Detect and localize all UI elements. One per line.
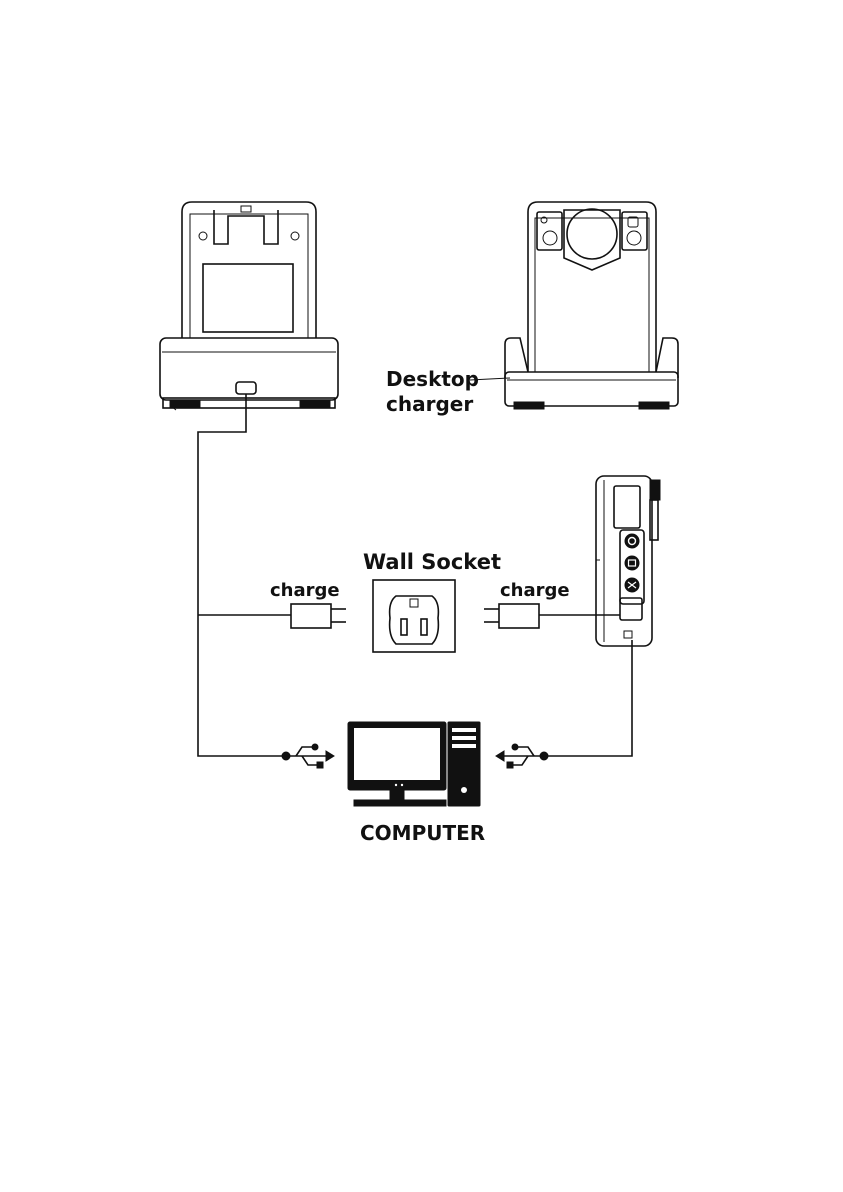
cables [198,394,632,756]
charge-label-right: charge [500,580,570,601]
desktop-charger-label-line2: charger [386,392,473,416]
desktop-charger-with-camera [470,202,678,409]
body-camera-side-view [596,476,660,646]
power-adapter-left [198,604,346,628]
power-button-icon [625,534,639,548]
desktop-charger-label-line1: Desktop [386,367,479,391]
power-adapter-right [484,604,620,628]
wall-socket-label: Wall Socket [363,550,501,574]
computer-icon [348,722,480,806]
desktop-charger-empty [160,202,338,410]
wall-socket [373,580,455,652]
charge-label-left: charge [270,580,340,601]
record-button-icon [625,556,639,570]
charger-usb-port [236,382,256,394]
usb-icon-left [282,744,334,768]
computer-label: COMPUTER [360,821,485,845]
snapshot-button-icon [625,578,639,592]
usb-icon-right [496,744,548,768]
